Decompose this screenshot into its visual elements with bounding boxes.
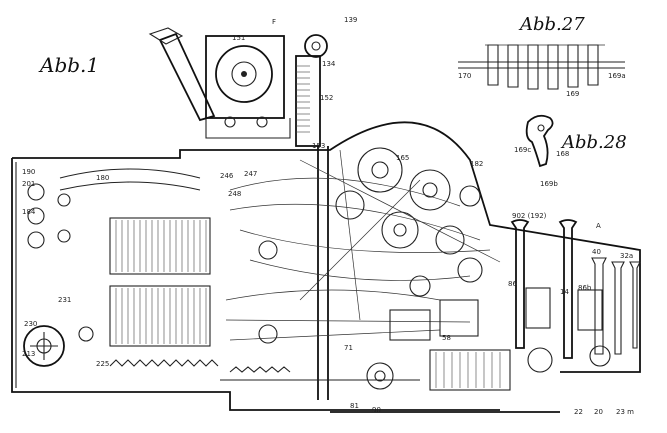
- ref-902: 902 (192): [512, 212, 547, 220]
- ref-32a: 32a: [620, 252, 633, 260]
- ref-58: 58: [442, 334, 451, 342]
- ref-182: 182: [470, 160, 483, 168]
- abb28-lever-detail: 168 169c 169b: [514, 114, 569, 188]
- ref-134: 134: [322, 60, 336, 68]
- ref-81: 81: [350, 402, 359, 410]
- hand-wheel: [23, 325, 94, 367]
- figure-label-abb27: Abb.27: [518, 14, 585, 35]
- abb1-machine: [11, 27, 641, 413]
- ref-169: 169: [566, 90, 579, 98]
- ref-F: F: [272, 18, 276, 26]
- ref-165: 165: [396, 154, 409, 162]
- ref-201: 201: [22, 180, 35, 188]
- ref-248: 248: [228, 190, 241, 198]
- typebar-comb-upper: [109, 217, 211, 275]
- ref-151: 151: [232, 34, 245, 42]
- abb27-comb-detail: 170 169a 169: [458, 44, 626, 98]
- figure-label-abb28: Abb.28: [560, 132, 627, 153]
- ref-246: 246: [220, 172, 234, 180]
- ref-A: A: [596, 222, 601, 230]
- ref-170: 170: [458, 72, 471, 80]
- spool-housing: [205, 35, 291, 139]
- typebar-comb-lower: [109, 285, 211, 347]
- ref-153: 153: [312, 142, 325, 150]
- ref-139: 139: [344, 16, 357, 24]
- ref-14: 14: [560, 288, 569, 296]
- number-wheels-bottom: [389, 299, 511, 391]
- central-gear-train: [225, 147, 501, 390]
- ref-230: 230: [24, 320, 37, 328]
- ref-86: 86: [508, 280, 517, 288]
- ref-20: 20: [594, 408, 603, 416]
- ref-169b: 169b: [540, 180, 558, 188]
- ref-152: 152: [320, 94, 333, 102]
- key-stems-right: [510, 219, 641, 373]
- ref-168: 168: [556, 150, 569, 158]
- ref-71: 71: [344, 344, 353, 352]
- ref-184: 184: [22, 208, 36, 216]
- ref-90: 90: [372, 406, 381, 414]
- left-roller-column: [27, 168, 201, 249]
- ref-169a: 169a: [608, 72, 626, 80]
- ref-190: 190: [22, 168, 35, 176]
- ref-213: 213: [22, 350, 35, 358]
- ref-180: 180: [96, 174, 109, 182]
- ref-23m: 23 m: [616, 408, 634, 416]
- ref-247: 247: [244, 170, 257, 178]
- ref-225: 225: [96, 360, 109, 368]
- ref-86b: 86b: [578, 284, 592, 292]
- ref-22: 22: [574, 408, 583, 416]
- figure-label-abb1: Abb.1: [38, 53, 99, 77]
- reference-numerals: F 139 151 134 152 153 180 190 201 184 24…: [22, 16, 634, 416]
- ref-231: 231: [58, 296, 71, 304]
- ref-169c: 169c: [514, 146, 531, 154]
- ref-40: 40: [592, 248, 601, 256]
